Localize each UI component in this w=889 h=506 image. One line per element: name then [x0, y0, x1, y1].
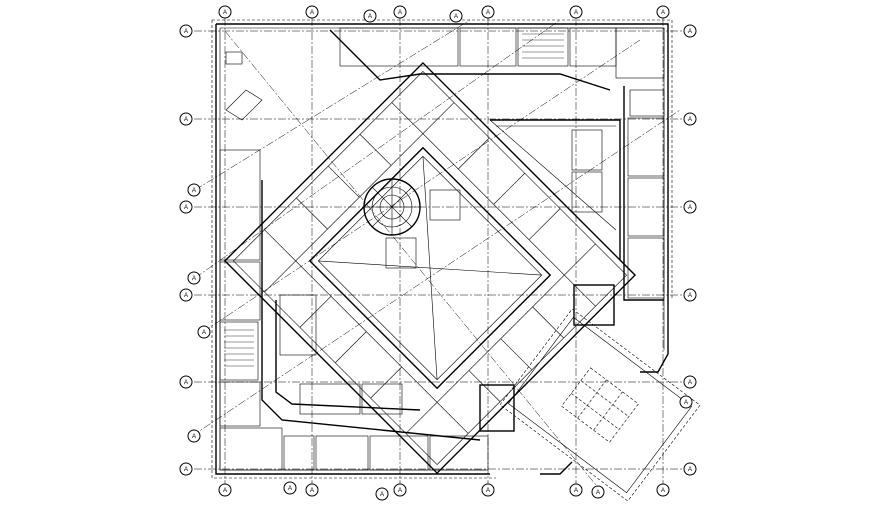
grid-bubble-label: A — [688, 293, 692, 299]
grid-bubble-label: A — [661, 10, 665, 16]
grid-bubble: A — [179, 24, 193, 38]
grid-bubble: A — [218, 5, 232, 19]
grid-bubble: A — [393, 483, 407, 497]
grid-bubble-label: A — [574, 10, 578, 16]
grid-bubble-label: A — [688, 29, 692, 35]
grid-bubble: A — [305, 5, 319, 19]
grid-bubble: A — [683, 200, 697, 214]
grid-bubble: A — [179, 288, 193, 302]
grid-bubble-label: A — [288, 486, 292, 492]
grid-bubble: A — [449, 9, 463, 23]
grid-bubble-label: A — [184, 117, 188, 123]
grid-bubble: A — [375, 487, 389, 501]
grid-bubble-label: A — [223, 488, 227, 494]
grid-bubble: A — [393, 5, 407, 19]
grid-bubble-label: A — [368, 14, 372, 20]
grid-bubble: A — [591, 485, 605, 499]
grid-bubble: A — [179, 462, 193, 476]
grid-bubble: A — [656, 483, 670, 497]
spiral-stair — [363, 178, 421, 236]
grid-bubble-label: A — [688, 205, 692, 211]
grid-bubble: A — [179, 112, 193, 126]
grid-bubble-label: A — [684, 400, 688, 406]
bottom-wing — [283, 383, 489, 471]
top-wing — [225, 27, 665, 121]
grid-bubble: A — [363, 9, 377, 23]
entrance-canopy — [499, 308, 701, 502]
grid-bubble: A — [187, 183, 201, 197]
grid-bubble: A — [197, 325, 211, 339]
grid-bubble-label: A — [202, 330, 206, 336]
outer-walls — [211, 19, 673, 479]
grid-bubble-label: A — [688, 380, 692, 386]
grid-bubble-label: A — [184, 467, 188, 473]
grid-bubble: A — [305, 483, 319, 497]
grid-bubble: A — [218, 483, 232, 497]
grid-bubble: A — [683, 112, 697, 126]
grid-bubble-label: A — [184, 293, 188, 299]
grid-bubble: A — [683, 375, 697, 389]
grid-bubble-label: A — [688, 467, 692, 473]
grid-bubble-label: A — [398, 488, 402, 494]
grid-bubble-label: A — [192, 276, 196, 282]
grid-bubble-label: A — [596, 490, 600, 496]
grid-bubble-label: A — [184, 380, 188, 386]
grid-bubble: A — [683, 462, 697, 476]
grid-bubble-label: A — [661, 488, 665, 494]
grid-bubble-label: A — [184, 205, 188, 211]
grid-bubble-label: A — [398, 10, 402, 16]
diagonal-wing — [223, 61, 637, 475]
grid-bubble: A — [656, 5, 670, 19]
grid-bubble: A — [683, 24, 697, 38]
grid-bubble-label: A — [310, 10, 314, 16]
grid-bubble: A — [679, 395, 693, 409]
right-wing — [489, 86, 665, 301]
grid-bubble: A — [187, 429, 201, 443]
grid-bubble: A — [683, 288, 697, 302]
grid-bubble: A — [569, 5, 583, 19]
left-wing — [219, 149, 481, 471]
grid-bubble-label: A — [688, 117, 692, 123]
grid-bubble-label: A — [192, 188, 196, 194]
grid-bubble: A — [179, 375, 193, 389]
grid-bubble: A — [283, 481, 297, 495]
grid-bubble: A — [187, 271, 201, 285]
grid-bubbles: A A A A A A A A A A A A A A A A A A A A A A A A A A A A A A A A A A — [179, 5, 697, 501]
grid-bubble-label: A — [310, 488, 314, 494]
grid-bubble-label: A — [486, 488, 490, 494]
grid-bubble: A — [179, 200, 193, 214]
lift-cores — [385, 189, 615, 432]
grid-bubble-label: A — [574, 488, 578, 494]
grid-bubble-label: A — [380, 492, 384, 498]
grid-lines — [191, 18, 690, 491]
grid-bubble: A — [481, 483, 495, 497]
grid-bubble-label: A — [184, 29, 188, 35]
grid-bubble-label: A — [223, 10, 227, 16]
grid-bubble: A — [569, 483, 583, 497]
grid-bubble-label: A — [454, 14, 458, 20]
grid-bubble: A — [481, 5, 495, 19]
grid-bubble-label: A — [486, 10, 490, 16]
grid-bubble-label: A — [192, 434, 196, 440]
